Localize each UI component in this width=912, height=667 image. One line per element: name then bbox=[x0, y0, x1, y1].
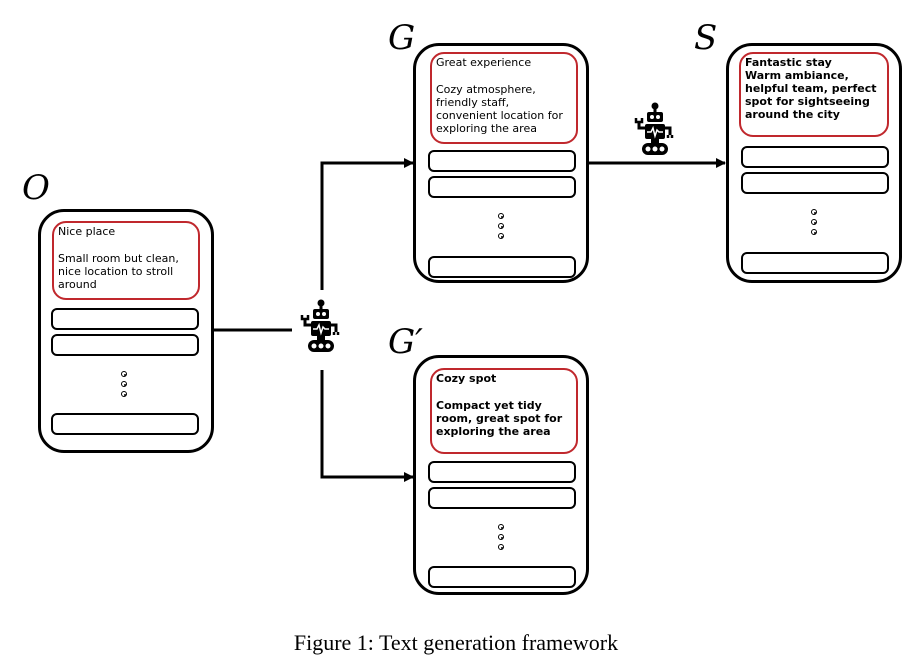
review-body: Warm ambiance, helpful team, perfect spo… bbox=[745, 69, 877, 121]
card-g-prime: Cozy spot Compact yet tidy room, great s… bbox=[413, 355, 589, 595]
slot bbox=[428, 256, 576, 278]
card-g: Great experience Cozy atmosphere, friend… bbox=[413, 43, 589, 283]
slot bbox=[741, 172, 889, 194]
slot bbox=[51, 413, 199, 435]
label-g: G bbox=[388, 18, 416, 58]
robot-icon bbox=[300, 299, 340, 352]
review-g-prime: Cozy spot Compact yet tidy room, great s… bbox=[430, 368, 578, 454]
slot bbox=[51, 308, 199, 330]
review-o: Nice place Small room but clean, nice lo… bbox=[52, 221, 200, 300]
ellipsis-icon bbox=[498, 524, 506, 554]
slot bbox=[428, 150, 576, 172]
slot bbox=[741, 252, 889, 274]
review-body: Small room but clean, nice location to s… bbox=[58, 252, 179, 291]
ellipsis-icon bbox=[811, 209, 819, 239]
review-g: Great experience Cozy atmosphere, friend… bbox=[430, 52, 578, 144]
arrow-robot-to-g-prime bbox=[320, 370, 414, 482]
slot bbox=[428, 461, 576, 483]
ellipsis-icon bbox=[121, 371, 129, 401]
review-title: Cozy spot bbox=[436, 372, 497, 385]
review-title: Fantastic stay bbox=[745, 56, 832, 69]
slot bbox=[428, 566, 576, 588]
slot bbox=[428, 487, 576, 509]
label-s: S bbox=[694, 18, 718, 58]
review-body: Cozy atmosphere, friendly staff, conveni… bbox=[436, 83, 563, 135]
label-g-prime: G′ bbox=[388, 322, 423, 362]
label-o: O bbox=[22, 168, 50, 208]
review-body: Compact yet tidy room, great spot for ex… bbox=[436, 399, 563, 438]
review-title: Great experience bbox=[436, 56, 532, 69]
slot bbox=[741, 146, 889, 168]
robot-icon bbox=[634, 102, 674, 155]
ellipsis-icon bbox=[498, 213, 506, 243]
slot bbox=[428, 176, 576, 198]
card-s: Fantastic stay Warm ambiance, helpful te… bbox=[726, 43, 902, 283]
slot bbox=[51, 334, 199, 356]
review-s: Fantastic stay Warm ambiance, helpful te… bbox=[739, 52, 889, 137]
arrow-robot-to-g bbox=[320, 158, 414, 290]
card-o: Nice place Small room but clean, nice lo… bbox=[38, 209, 214, 453]
figure-caption: Figure 1: Text generation framework bbox=[293, 630, 619, 655]
review-title: Nice place bbox=[58, 225, 116, 238]
